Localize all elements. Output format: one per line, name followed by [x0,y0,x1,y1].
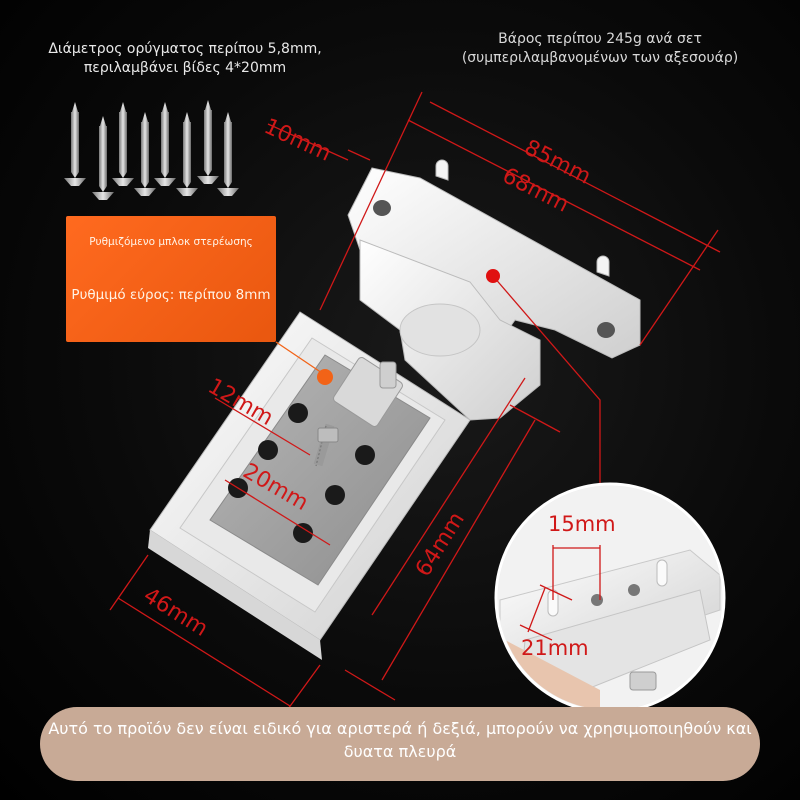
hole-diameter-note: Διάμετρος ορύγματος περίπου 5,8mm, περιλ… [48,41,322,76]
screw [92,116,114,200]
screw [64,102,86,186]
screw [154,102,176,186]
screw [176,112,198,196]
dim-pin-height: 21mm [521,636,589,660]
weight-note: Βάρος περίπου 245g ανά σετ (συμπεριλαμβα… [461,31,739,66]
screw [134,112,156,196]
callout-range: Ρυθμιμό εύρος: περίπου 8mm [71,287,271,303]
screw [197,100,219,184]
screw [217,112,239,196]
dim-pin-spacing: 15mm [548,512,616,536]
hinge-body [148,159,641,660]
callout-title: Ρυθμιζόμενο μπλοκ στερέωσης [89,236,253,248]
callout-dot-orange [317,369,333,385]
callout-dot [486,269,500,283]
dimension-lines [109,91,721,721]
screws-group [64,100,239,200]
footer-banner: Αυτό το προϊόν δεν είναι ειδικό για αρισ… [40,707,760,781]
screw [112,102,134,186]
detail-inset [494,482,726,714]
adjustable-block-callout: Ρυθμιζόμενο μπλοκ στερέωσης Ρυθμιμό εύρο… [66,216,276,342]
footer-text: Αυτό το προϊόν δεν είναι ειδικό για αρισ… [48,719,752,762]
